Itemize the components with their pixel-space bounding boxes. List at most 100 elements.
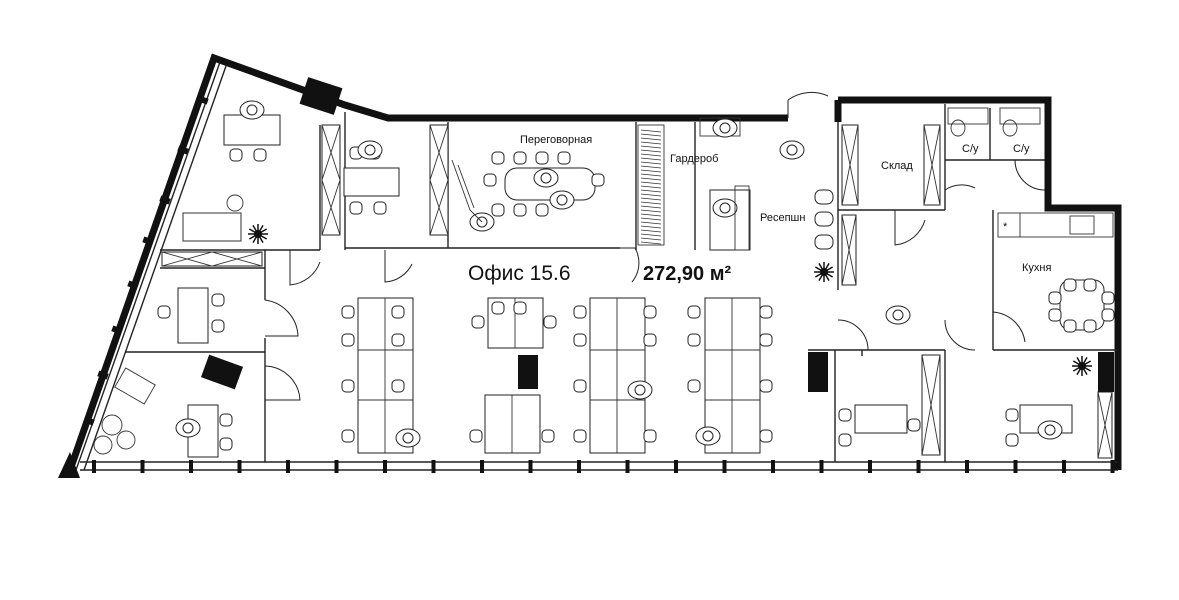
window-mullion: [771, 460, 775, 473]
hanger-line: [640, 133, 662, 137]
office-area: 272,90 м²: [643, 263, 732, 285]
chair: [573, 333, 587, 347]
window-mullion: [674, 460, 678, 473]
room-label-meeting: Переговорная: [520, 134, 593, 146]
exterior-walls: [58, 53, 1122, 478]
person: [695, 426, 721, 446]
chair: [341, 305, 355, 319]
window-mullion: [625, 460, 630, 473]
chair: [391, 379, 405, 393]
chair: [253, 148, 267, 162]
hanger-line: [640, 165, 662, 169]
hanger-line: [640, 209, 662, 213]
hanger-line: [640, 225, 662, 229]
window-mullion: [819, 460, 824, 473]
chair: [643, 305, 657, 319]
window-mullion: [286, 460, 290, 473]
chair: [157, 305, 171, 319]
meeting-room-decor: [451, 159, 483, 223]
hanger-line: [640, 213, 662, 217]
window-mullion: [92, 460, 96, 473]
hanger-line: [640, 157, 662, 161]
svg-text:*: *: [1003, 221, 1008, 233]
window-mullion: [237, 460, 242, 473]
chair: [535, 203, 549, 217]
chair: [759, 379, 773, 393]
chair: [219, 413, 233, 427]
person: [627, 380, 653, 400]
chair: [687, 305, 701, 319]
plant-icon: [248, 224, 1092, 376]
person: [175, 418, 201, 438]
hanger-line: [640, 185, 662, 189]
person: [395, 428, 421, 448]
hanger-line: [640, 181, 662, 185]
window-mullion: [916, 460, 921, 473]
person: [885, 305, 911, 325]
person: [357, 140, 383, 160]
window-mullion: [334, 460, 339, 473]
room-label-storage: Склад: [881, 160, 913, 172]
chair: [211, 319, 225, 333]
hanger-line: [640, 169, 662, 173]
office-name: Офис 15.6: [468, 262, 571, 285]
window-mullion: [1110, 460, 1115, 473]
chair: [1063, 319, 1077, 333]
hanger-line: [640, 173, 662, 177]
person: [533, 168, 559, 188]
room-label-wc-right: С/у: [1013, 143, 1030, 155]
window-mullion: [577, 460, 581, 473]
glass-partitions: [161, 124, 1113, 459]
chair: [513, 151, 527, 165]
chair: [513, 301, 527, 315]
hanger-line: [640, 197, 662, 201]
hanger-line: [640, 177, 662, 181]
columns: [200, 352, 1114, 392]
hanger-line: [640, 149, 662, 153]
person: [712, 198, 738, 218]
hanger-line: [640, 201, 662, 205]
chair: [391, 333, 405, 347]
hanger-line: [640, 153, 662, 157]
hanger-line: [640, 189, 662, 193]
hanger-line: [640, 129, 662, 133]
wardrobe-rack: [637, 124, 665, 246]
room-label-kitchen: Кухня: [1022, 262, 1052, 274]
chair: [349, 201, 363, 215]
door-icon: [264, 91, 1046, 401]
chair: [907, 418, 921, 432]
chair: [1005, 408, 1019, 422]
chair: [513, 203, 527, 217]
hanger-line: [640, 229, 662, 233]
window-mullion: [722, 460, 727, 473]
hanger-line: [640, 141, 662, 145]
chair: [573, 429, 587, 443]
chair: [643, 333, 657, 347]
window-mullion: [431, 460, 436, 473]
window-wall-left: [75, 61, 227, 471]
chair: [573, 305, 587, 319]
chair: [557, 151, 571, 165]
chair: [759, 333, 773, 347]
person: [712, 118, 738, 138]
chair: [219, 437, 233, 451]
window-wall-bottom: [80, 460, 1118, 473]
chair: [838, 408, 852, 422]
chair: [341, 429, 355, 443]
chair: [469, 429, 483, 443]
chair: [1048, 291, 1062, 305]
chair: [211, 293, 225, 307]
chair: [543, 315, 557, 329]
chair: [341, 379, 355, 393]
chair: [341, 333, 355, 347]
person: [779, 140, 805, 160]
chair: [541, 429, 555, 443]
room-label-wc-left: С/у: [962, 143, 979, 155]
chair: [491, 203, 505, 217]
hanger-line: [640, 241, 662, 245]
hanger-line: [640, 233, 662, 237]
chair: [643, 429, 657, 443]
chair: [483, 173, 497, 187]
window-mullion: [965, 460, 969, 473]
chair: [373, 201, 387, 215]
